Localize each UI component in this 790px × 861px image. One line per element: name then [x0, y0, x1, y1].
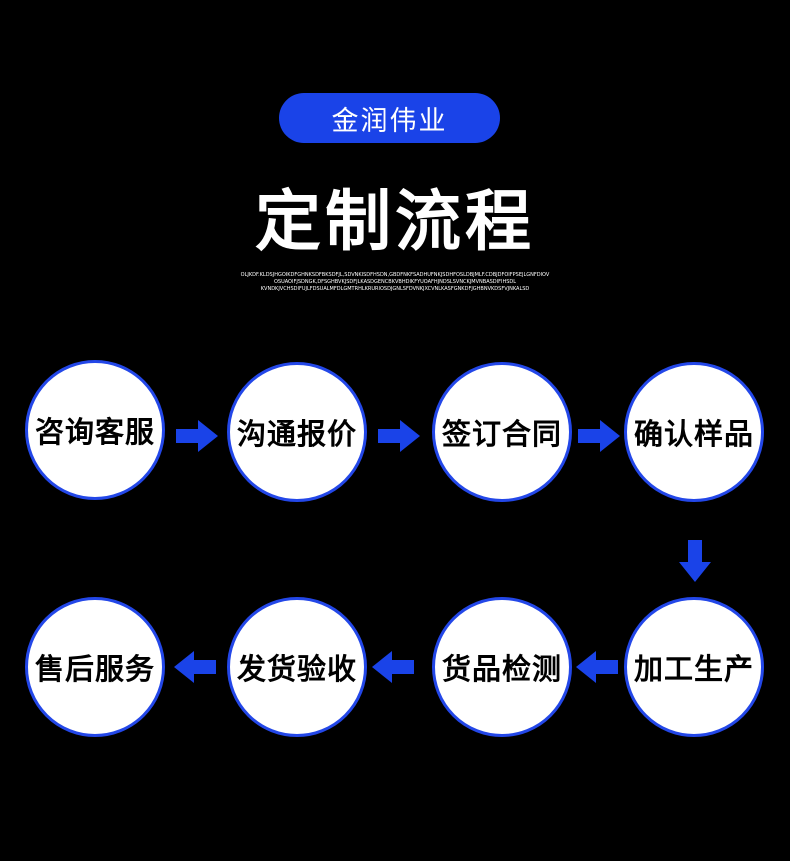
- step-sign-contract: 签订合同: [432, 362, 572, 502]
- arrow-right-icon: [378, 420, 420, 452]
- arrow-left-icon: [372, 651, 414, 683]
- step-production: 加工生产: [624, 597, 764, 737]
- arrow-right-icon: [578, 420, 620, 452]
- arrow-left-icon: [576, 651, 618, 683]
- step-confirm-sample: 确认样品: [624, 362, 764, 502]
- step-delivery-acceptance: 发货验收: [227, 597, 367, 737]
- step-negotiate-quote: 沟通报价: [227, 362, 367, 502]
- arrow-down-icon: [679, 540, 711, 582]
- step-consult-service: 咨询客服: [25, 360, 165, 500]
- step-after-sales: 售后服务: [25, 597, 165, 737]
- page-title: 定制流程: [255, 183, 535, 260]
- step-quality-inspection: 货品检测: [432, 597, 572, 737]
- subtext-line-2: OSUAOIFJSDNGK,DFSGHBVKJSDFJLKASDGENCBKVB…: [273, 279, 517, 285]
- decorative-subtext: OLJKDF.KLDSJHGOIKDFGHNKSDFBKSDFJL,SDVNKI…: [230, 272, 560, 293]
- brand-badge: 金润伟业: [279, 93, 500, 143]
- subtext-line-3: KVNDKJVCHSDIFUJLFDSUALMFDLGMTRHLKRURIOSD…: [260, 286, 530, 292]
- subtext-line-1: OLJKDF.KLDSJHGOIKDFGHNKSDFBKSDFJL,SDVNKI…: [240, 272, 550, 278]
- arrow-left-icon: [174, 651, 216, 683]
- arrow-right-icon: [176, 420, 218, 452]
